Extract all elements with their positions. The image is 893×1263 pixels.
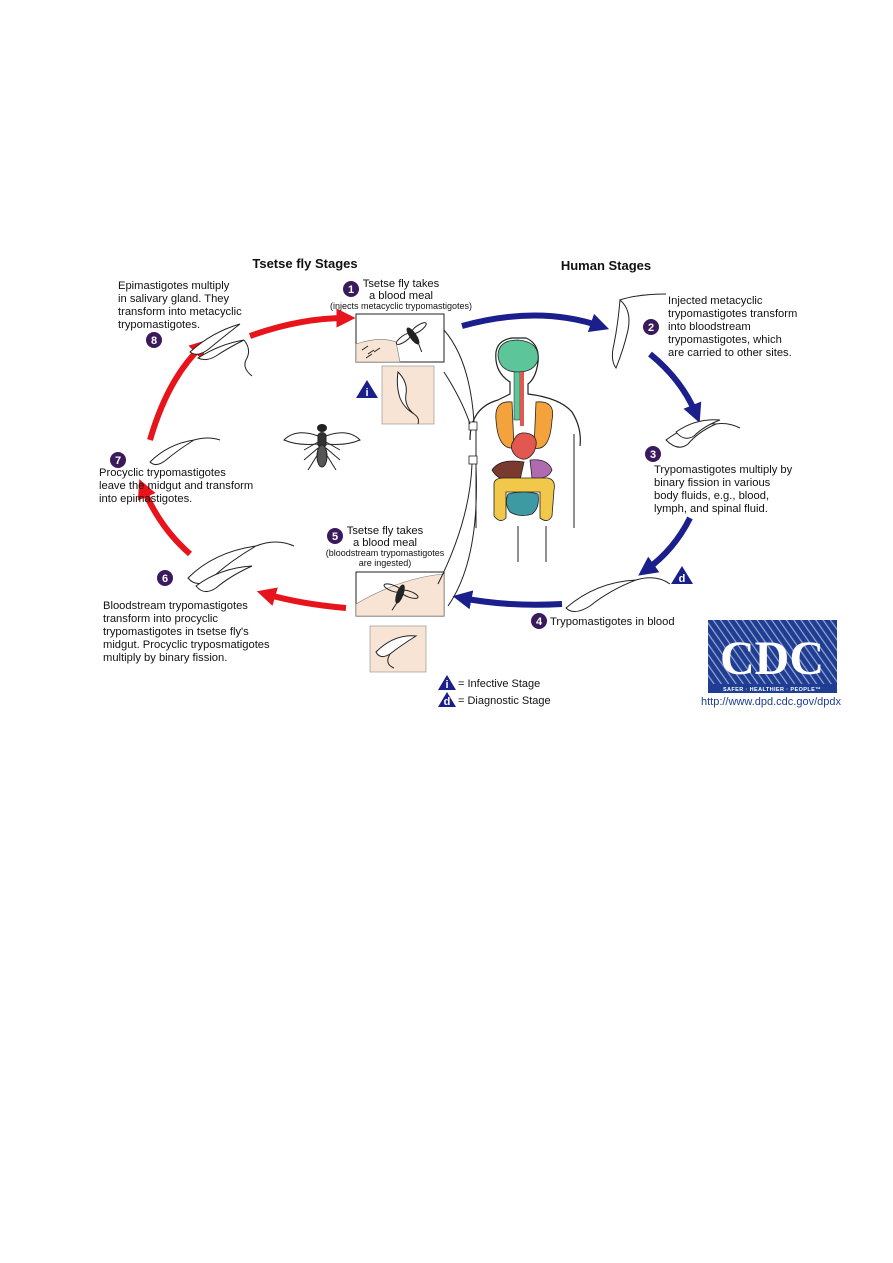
step-text: leave the midgut and transform [99, 480, 253, 492]
legend-diagnostic: d = Diagnostic Stage [438, 692, 551, 708]
step-text: a blood meal [369, 290, 433, 302]
step-text: in salivary gland. They [118, 293, 230, 305]
step-text: trypomastigotes transform [668, 308, 797, 320]
blood-trypomastigote-icon [565, 579, 637, 612]
step-badge [110, 452, 126, 468]
step-number: 5 [332, 531, 338, 543]
source-url[interactable]: http://www.dpd.cdc.gov/dpdx [701, 696, 842, 708]
small-intestine-icon [506, 491, 539, 516]
tsetse-fly-icon [283, 424, 361, 471]
step-5: 5 Tsetse fly takes a blood meal (bloodst… [326, 525, 445, 568]
step-badge [643, 319, 659, 335]
arrow-1-to-2 [461, 312, 610, 333]
lungs-icon [495, 401, 515, 449]
step-text: a blood meal [353, 537, 417, 549]
step-badge [645, 446, 661, 462]
fly-feeding-inset [355, 571, 445, 673]
step-text: lymph, and spinal fluid. [654, 503, 768, 515]
legend-infective: i = Infective Stage [438, 675, 540, 691]
step-text: Procyclic trypomastigotes [99, 467, 226, 479]
step-badge [531, 613, 547, 629]
step-text: Trypomastigotes multiply by [654, 464, 793, 476]
step-text: midgut. Procyclic tryposmatigotes [103, 639, 270, 651]
step-text: Epimastigotes multiply [118, 280, 230, 292]
step-badge [343, 281, 359, 297]
bloodstream-trypomastigote-icon [611, 298, 630, 370]
step-text: into bloodstream [668, 321, 751, 333]
diagnostic-stage-marker: d [671, 566, 693, 585]
svg-text:d: d [444, 696, 451, 708]
arrow-6-to-7 [137, 479, 192, 557]
svg-text:d: d [679, 573, 686, 585]
human-stages-header: Human Stages [561, 258, 651, 273]
step-text: multiply by binary fission. [103, 652, 227, 664]
step-number: 6 [162, 573, 168, 585]
step-text: Injected metacyclic [668, 295, 763, 307]
arrow-4-to-5 [452, 590, 563, 610]
step-text: Tsetse fly takes [363, 278, 440, 290]
step-text: into epimastigotes. [99, 493, 192, 505]
fly-biting-inset [355, 313, 445, 425]
fly-stages-header: Tsetse fly Stages [252, 256, 357, 271]
step-text: binary fission in various [654, 477, 771, 489]
step-note: are ingested) [359, 558, 412, 568]
human-cycle-arrows [452, 312, 702, 610]
step-badge [157, 570, 173, 586]
step-badge [327, 528, 343, 544]
large-intestine-icon [493, 477, 555, 521]
step-number: 8 [151, 335, 157, 347]
step-text: body fluids, e.g., blood, [654, 490, 769, 502]
arrow-8-to-1 [248, 308, 356, 339]
step-text: transform into procyclic [103, 613, 218, 625]
fly-cycle-arrows [137, 308, 356, 611]
tsetse-fly-icon [395, 322, 427, 353]
step-6: 6 Bloodstream trypomastigotes transform … [103, 541, 295, 664]
step-text: Bloodstream trypomastigotes [103, 600, 248, 612]
arrow-3-to-4 [638, 516, 693, 576]
step-note: (injects metacyclic trypomastigotes) [330, 301, 472, 311]
arrow-2-to-3 [648, 351, 702, 423]
cdc-logo: CDC SAFER · HEALTHIER · PEOPLE™ [708, 620, 837, 693]
arrow-5-to-6 [256, 587, 347, 611]
step-8: 8 Epimastigotes multiply in salivary gla… [118, 280, 253, 377]
legend-infective-label: = Infective Stage [458, 678, 540, 690]
infective-stage-marker: i [356, 380, 378, 399]
svg-text:i: i [365, 387, 368, 399]
step-text: trypomastigotes. [118, 319, 200, 331]
legend-diagnostic-label: = Diagnostic Stage [458, 695, 551, 707]
step-text: Trypomastigotes in blood [550, 616, 675, 628]
legend: i = Infective Stage d = Diagnostic Stage [438, 675, 551, 708]
step-1: 1 Tsetse fly takes a blood meal (injects… [330, 278, 472, 311]
step-number: 7 [115, 455, 121, 467]
step-note: (bloodstream trypomastigotes [326, 548, 445, 558]
step-number: 4 [536, 616, 543, 628]
step-number: 1 [348, 284, 354, 296]
tsetse-fly-icon [383, 583, 419, 611]
step-number: 3 [650, 449, 656, 461]
step-text: trypomastigotes in tsetse fly's [103, 626, 249, 638]
svg-text:i: i [445, 679, 448, 691]
arrow-7-to-8 [147, 339, 209, 441]
step-7: 7 Procyclic trypomastigotes leave the mi… [99, 437, 253, 505]
cdc-tagline: SAFER · HEALTHIER · PEOPLE™ [723, 687, 821, 693]
cdc-logo-text: CDC [720, 632, 824, 685]
liver-icon [491, 460, 525, 482]
brain-icon [497, 339, 539, 373]
step-3: 3 Trypomastigotes multiply by binary fis… [645, 419, 793, 515]
epimastigote-icon [189, 323, 241, 355]
human-body-figure [437, 329, 581, 607]
migrating-trypomastigote-icon [149, 439, 195, 466]
step-4: 4 Trypomastigotes in blood [531, 577, 675, 629]
ingested-trypomastigote-icon [375, 635, 418, 658]
step-text: transform into metacyclic [118, 306, 242, 318]
step-text: trypomastigotes, which [668, 334, 782, 346]
stomach-icon [529, 459, 553, 479]
step-badge [146, 332, 162, 348]
step-text: Tsetse fly takes [347, 525, 424, 537]
step-text: are carried to other sites. [668, 347, 792, 359]
step-2: 2 Injected metacyclic trypomastigotes tr… [611, 293, 797, 370]
step-number: 2 [648, 322, 654, 334]
heart-icon [511, 432, 537, 460]
